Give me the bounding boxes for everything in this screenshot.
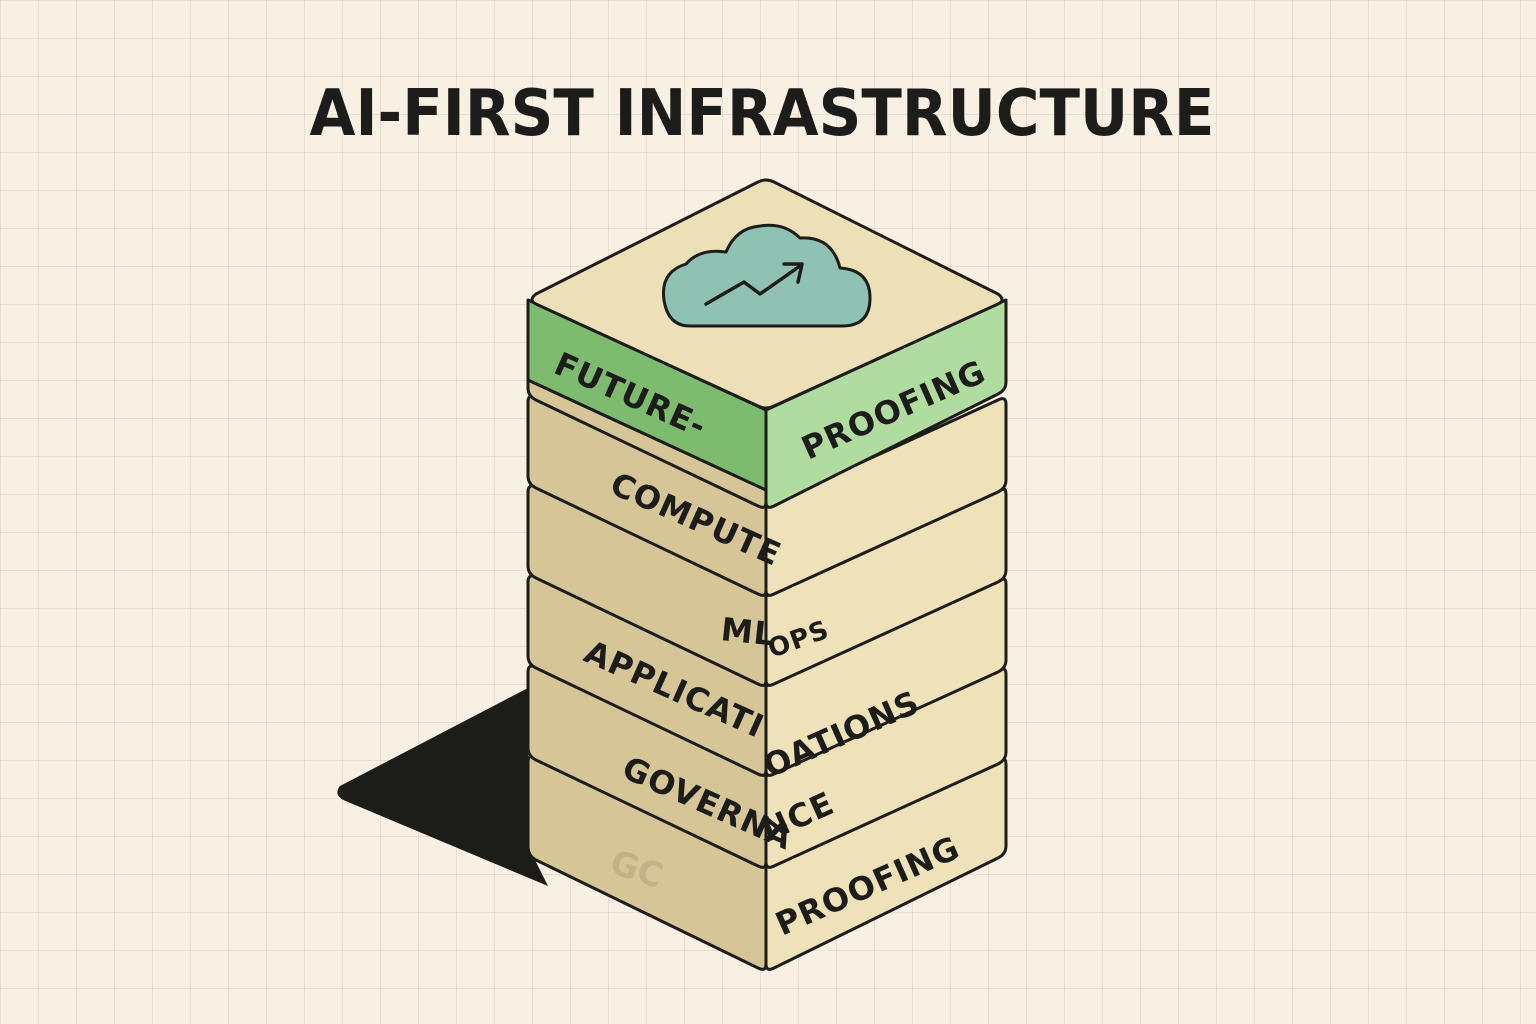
page-title: AI-FIRST INFRASTRUCTURE [310,77,1215,151]
stack-shadow [337,688,548,886]
label-mlops-ml: ML [719,610,777,653]
trend-line [704,264,802,306]
cloud-shape [661,223,872,328]
cloud-trend-icon [661,223,872,328]
layer-top-green-right-face [764,298,1008,509]
layer-compute [526,394,1008,597]
trend-arrow-head [782,262,804,284]
layer-compute-right-face [764,397,1008,597]
